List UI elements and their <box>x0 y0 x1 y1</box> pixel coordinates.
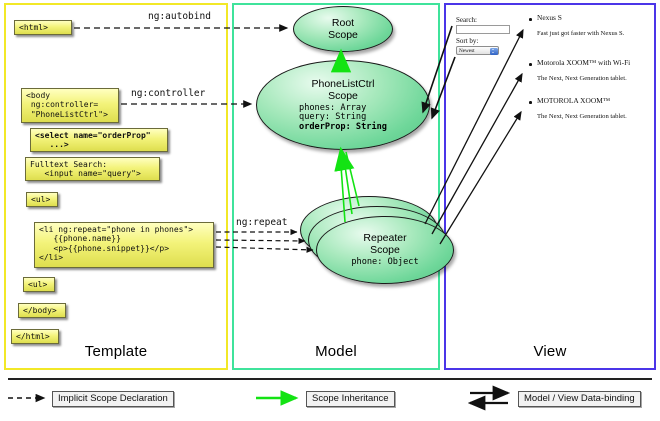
prop-query: query: String <box>299 112 367 123</box>
panel-template-label: Template <box>84 343 148 360</box>
list-bullet <box>529 101 532 104</box>
edge-label-ng-repeat: ng:repeat <box>236 217 288 228</box>
edge-label-ng-autobind: ng:autobind <box>148 11 211 22</box>
code-box-ul-close: <ul> <box>23 277 55 292</box>
legend-item-scope-inheritance: Scope Inheritance <box>306 391 395 407</box>
sort-by-select[interactable]: Newest <box>456 46 499 55</box>
sort-by-label: Sort by: <box>456 37 479 45</box>
search-label: Search: <box>456 16 477 24</box>
prop-phones: phones: Array <box>299 102 367 113</box>
phone-snippet: The Next, Next Generation tablet. <box>537 75 627 82</box>
legend-item-implicit-scope-declaration: Implicit Scope Declaration <box>52 391 174 407</box>
list-bullet <box>529 63 532 66</box>
code-box-fulltext-search: Fulltext Search: <input name="query"> <box>25 157 160 181</box>
panel-model-label: Model <box>315 343 357 360</box>
code-box-li-repeat: <li ng:repeat="phone in phones"> {{phone… <box>34 222 214 268</box>
legend-item-model-view-databinding: Model / View Data-binding <box>518 391 641 407</box>
list-bullet <box>529 18 532 21</box>
legend: Implicit Scope Declaration Scope Inherit… <box>0 378 660 421</box>
code-box-ul-open: <ul> <box>26 192 58 207</box>
panel-model: Model <box>232 3 440 370</box>
chevron-updown-icon <box>489 47 498 55</box>
phone-name: Motorola XOOM™ with Wi-Fi <box>537 58 631 67</box>
code-box-html-open: <html> <box>14 20 72 35</box>
edge-label-ng-controller: ng:controller <box>131 88 206 99</box>
code-box-html-close: </html> <box>11 329 59 344</box>
code-box-body-open: <body ng:controller= "PhoneListCtrl"> <box>21 88 119 123</box>
sort-by-selected-value: Newest <box>459 48 475 54</box>
phone-snippet: The Next, Next Generation tablet. <box>537 113 627 120</box>
prop-orderprop: orderProp: String <box>299 121 387 132</box>
code-box-body-close: </body> <box>18 303 66 318</box>
phone-name: MOTOROLA XOOM™ <box>537 96 611 105</box>
panel-view-label: View <box>533 343 567 360</box>
code-box-select: <select name="orderProp" ...> <box>30 128 168 152</box>
legend-divider <box>8 378 652 380</box>
phone-name: Nexus S <box>537 13 562 22</box>
scope-repeater-props: phone: Object <box>351 257 419 268</box>
phone-snippet: Fast just got faster with Nexus S. <box>537 30 625 37</box>
search-input[interactable] <box>456 25 510 34</box>
